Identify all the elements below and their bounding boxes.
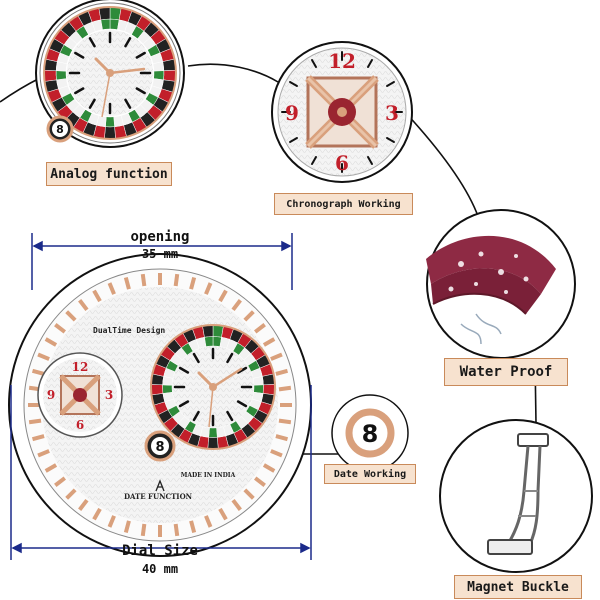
dial-size-value: 40 mm [141, 562, 179, 576]
sub-numeral-9: 9 [47, 388, 55, 402]
chrono-numeral-3: 3 [385, 101, 399, 125]
dial-size-title: Dial Size [122, 543, 198, 559]
brand-logo-icon [155, 479, 165, 492]
main-dial: 12 3 6 9 8 DualTime Design DATE FUNCTION… [8, 253, 312, 557]
roulette-subdial [150, 324, 276, 450]
chrono-numeral-9: 9 [285, 101, 299, 125]
magnet-buckle [439, 419, 593, 573]
water-proof-strap [426, 209, 576, 359]
dimension-dial-line [10, 385, 312, 560]
label-chronograph-working: Chronograph Working [274, 193, 413, 215]
chrono-subdial: 12 3 6 9 [37, 352, 123, 438]
label-date-working: Date Working [324, 464, 416, 484]
chrono-numeral-12: 12 [328, 49, 356, 73]
dial-made-in-text: MADE IN INDIA [181, 472, 236, 479]
dimension-opening-line [31, 233, 293, 290]
opening-value: 35 mm [141, 247, 179, 261]
label-analog-function: Analog function [46, 162, 172, 186]
dial-date-number: 8 [155, 440, 164, 455]
label-water-proof: Water Proof [444, 358, 568, 386]
sub-numeral-6: 6 [76, 418, 84, 432]
dial-brand-text: DualTime Design [93, 325, 165, 335]
date-working-number: 8 [362, 420, 379, 448]
chronograph-watch: 12 3 6 9 [271, 41, 413, 183]
sub-numeral-3: 3 [105, 388, 113, 402]
opening-title: opening [130, 229, 190, 245]
mini-date-number: 8 [56, 123, 64, 136]
chrono-numeral-6: 6 [335, 151, 349, 175]
dial-date-function-text: DATE FUNCTION [124, 492, 193, 501]
analog-function-watch: 8 [35, 0, 185, 148]
sub-numeral-12: 12 [72, 360, 89, 374]
label-magnet-buckle: Magnet Buckle [454, 575, 582, 599]
date-working-illustration: 8 [331, 394, 409, 472]
